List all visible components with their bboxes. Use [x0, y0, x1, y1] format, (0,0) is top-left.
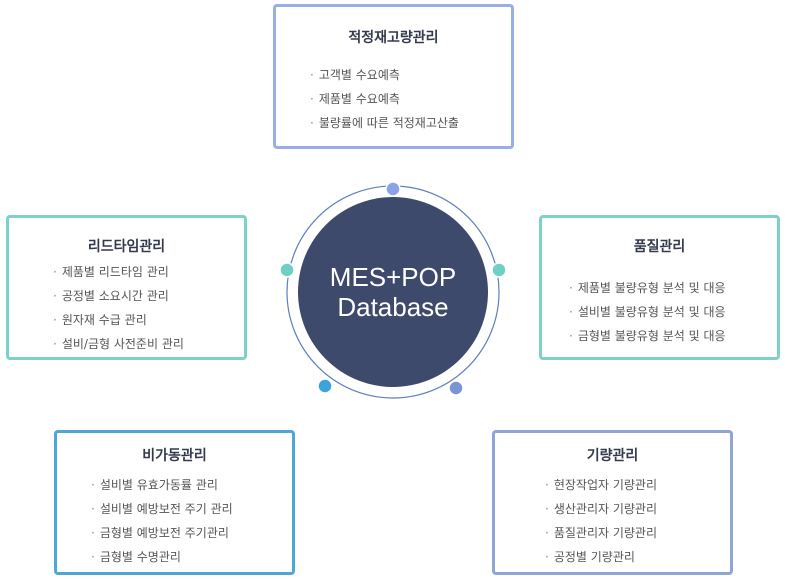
downtime-management-box: 비가동관리 설비별 유효가동률 관리 설비별 예방보전 주기 관리 금형별 예방…	[54, 430, 295, 575]
dot-bottom-left	[317, 378, 333, 394]
capacity-management-box: 기량관리 현장작업자 기량관리 생산관리자 기량관리 품질관리자 기량관리 공정…	[492, 430, 733, 575]
list-item: 금형별 수명관리	[91, 545, 233, 569]
quality-management-list: 제품별 불량유형 분석 및 대응 설비별 불량유형 분석 및 대응 금형별 불량…	[569, 276, 726, 348]
dot-bottom-right	[448, 380, 464, 396]
capacity-management-title: 기량관리	[586, 448, 639, 464]
quality-management-box: 품질관리 제품별 불량유형 분석 및 대응 설비별 불량유형 분석 및 대응 금…	[539, 215, 780, 360]
capacity-management-list: 현장작업자 기량관리 생산관리자 기량관리 품질관리자 기량관리 공정별 기량관…	[545, 473, 657, 569]
list-item: 설비/금형 사전준비 관리	[53, 332, 184, 356]
list-item: 금형별 불량유형 분석 및 대응	[569, 324, 726, 348]
inventory-management-box: 적정재고량관리 고객별 수요예측 제품별 수요예측 불량률에 따른 적정재고산출	[273, 4, 514, 149]
list-item: 설비별 불량유형 분석 및 대응	[569, 300, 726, 324]
list-item: 고객별 수요예측	[310, 63, 459, 87]
center-circle	[298, 197, 488, 387]
center-label: MES+POP Database	[298, 262, 488, 322]
dot-right	[491, 262, 507, 278]
list-item: 공정별 기량관리	[545, 545, 657, 569]
list-item: 원자재 수급 관리	[53, 308, 184, 332]
list-item: 제품별 불량유형 분석 및 대응	[569, 276, 726, 300]
list-item: 설비별 예방보전 주기 관리	[91, 497, 233, 521]
quality-management-title: 품질관리	[633, 239, 686, 255]
downtime-management-list: 설비별 유효가동률 관리 설비별 예방보전 주기 관리 금형별 예방보전 주기관…	[91, 473, 233, 569]
inventory-management-title: 적정재고량관리	[348, 30, 439, 46]
leadtime-management-list: 제품별 리드타임 관리 공정별 소요시간 관리 원자재 수급 관리 설비/금형 …	[53, 260, 184, 356]
list-item: 제품별 수요예측	[310, 87, 459, 111]
inventory-management-list: 고객별 수요예측 제품별 수요예측 불량률에 따른 적정재고산출	[310, 63, 459, 135]
dot-top	[385, 181, 401, 197]
list-item: 제품별 리드타임 관리	[53, 260, 184, 284]
leadtime-management-title: 리드타임관리	[87, 239, 166, 255]
list-item: 불량률에 따른 적정재고산출	[310, 111, 459, 135]
list-item: 품질관리자 기량관리	[545, 521, 657, 545]
downtime-management-title: 비가동관리	[142, 448, 207, 464]
dot-left	[279, 262, 295, 278]
center-label-line1: MES+POP	[329, 262, 457, 292]
list-item: 생산관리자 기량관리	[545, 497, 657, 521]
list-item: 공정별 소요시간 관리	[53, 284, 184, 308]
center-label-line2: Database	[337, 292, 449, 322]
list-item: 현장작업자 기량관리	[545, 473, 657, 497]
leadtime-management-box: 리드타임관리 제품별 리드타임 관리 공정별 소요시간 관리 원자재 수급 관리…	[6, 215, 247, 360]
list-item: 설비별 유효가동률 관리	[91, 473, 233, 497]
list-item: 금형별 예방보전 주기관리	[91, 521, 233, 545]
